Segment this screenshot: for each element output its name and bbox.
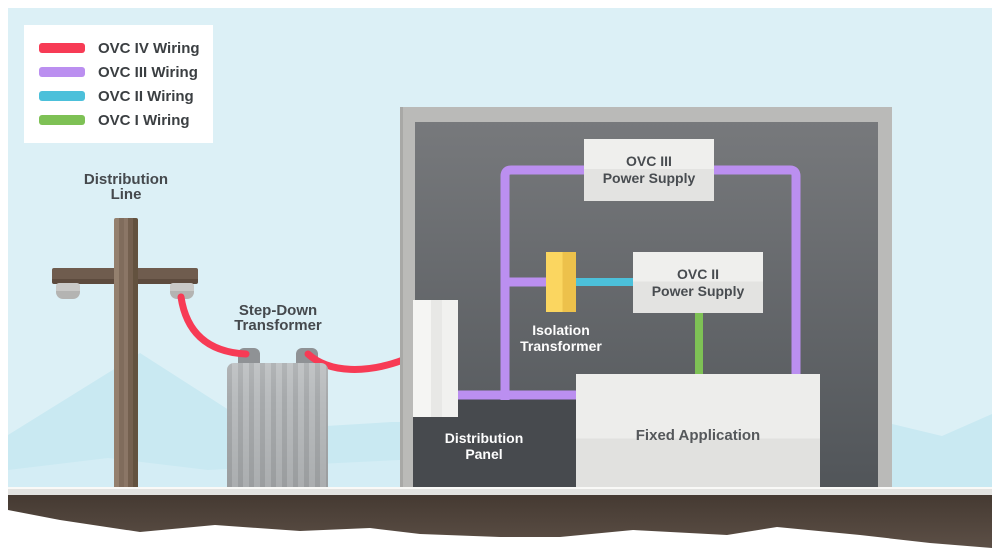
ovc3-power-supply-box: OVC III Power Supply [584, 139, 714, 201]
distribution-panel-label-line2: Panel [465, 446, 503, 462]
ovc2-swatch [39, 91, 85, 101]
distribution-panel-label: Distribution Panel [424, 430, 544, 462]
insulator-left [56, 283, 80, 299]
insulator-right [170, 283, 194, 299]
isolation-label-line1: Isolation [532, 322, 590, 338]
legend-row-ovc3: OVC III Wiring [24, 60, 213, 84]
distribution-panel-front [413, 300, 458, 417]
ovc4-legend-label: OVC IV Wiring [98, 39, 200, 57]
ovc3-supply-label-line2: Power Supply [602, 170, 696, 186]
legend-row-ovc2: OVC II Wiring [24, 84, 213, 108]
fixed-application-box: Fixed Application [576, 374, 820, 487]
distribution-panel-label-line1: Distribution [444, 430, 524, 446]
soil-graphic [8, 495, 992, 548]
step-down-label-line1: Step-Down [238, 302, 318, 319]
ovc2-supply-label-line1: OVC II [676, 265, 719, 282]
ovc2-legend-label: OVC II Wiring [98, 87, 194, 105]
step-down-transformer [227, 363, 328, 489]
isolation-transformer-label: Isolation Transformer [501, 322, 621, 354]
ovc4-swatch [39, 43, 85, 53]
ground-surface [8, 487, 992, 497]
utility-pole [114, 218, 138, 489]
ovc3-supply-label-line1: OVC III [626, 153, 672, 169]
distribution-line-label-line2: Line [110, 186, 142, 203]
ovc2-supply-label-line2: Power Supply [651, 282, 745, 299]
ovc1-swatch [39, 115, 85, 125]
ovc1-legend-label: OVC I Wiring [98, 111, 190, 129]
distribution-line-label-line1: Distribution [83, 171, 169, 188]
step-down-transformer-label: Step-Down Transformer [218, 303, 338, 333]
legend-row-ovc4: OVC IV Wiring [24, 36, 213, 60]
legend-row-ovc1: OVC I Wiring [24, 108, 213, 132]
isolation-label-line2: Transformer [520, 338, 602, 354]
ovc3-swatch [39, 67, 85, 77]
distribution-line-label: Distribution Line [66, 172, 186, 202]
fixed-application-label: Fixed Application [635, 427, 761, 444]
legend: OVC IV Wiring OVC III Wiring OVC II Wiri… [24, 25, 213, 143]
ovc2-power-supply-box: OVC II Power Supply [633, 252, 763, 313]
ovc3-legend-label: OVC III Wiring [98, 63, 198, 81]
step-down-label-line2: Transformer [234, 317, 322, 334]
isolation-transformer-box [546, 252, 576, 312]
